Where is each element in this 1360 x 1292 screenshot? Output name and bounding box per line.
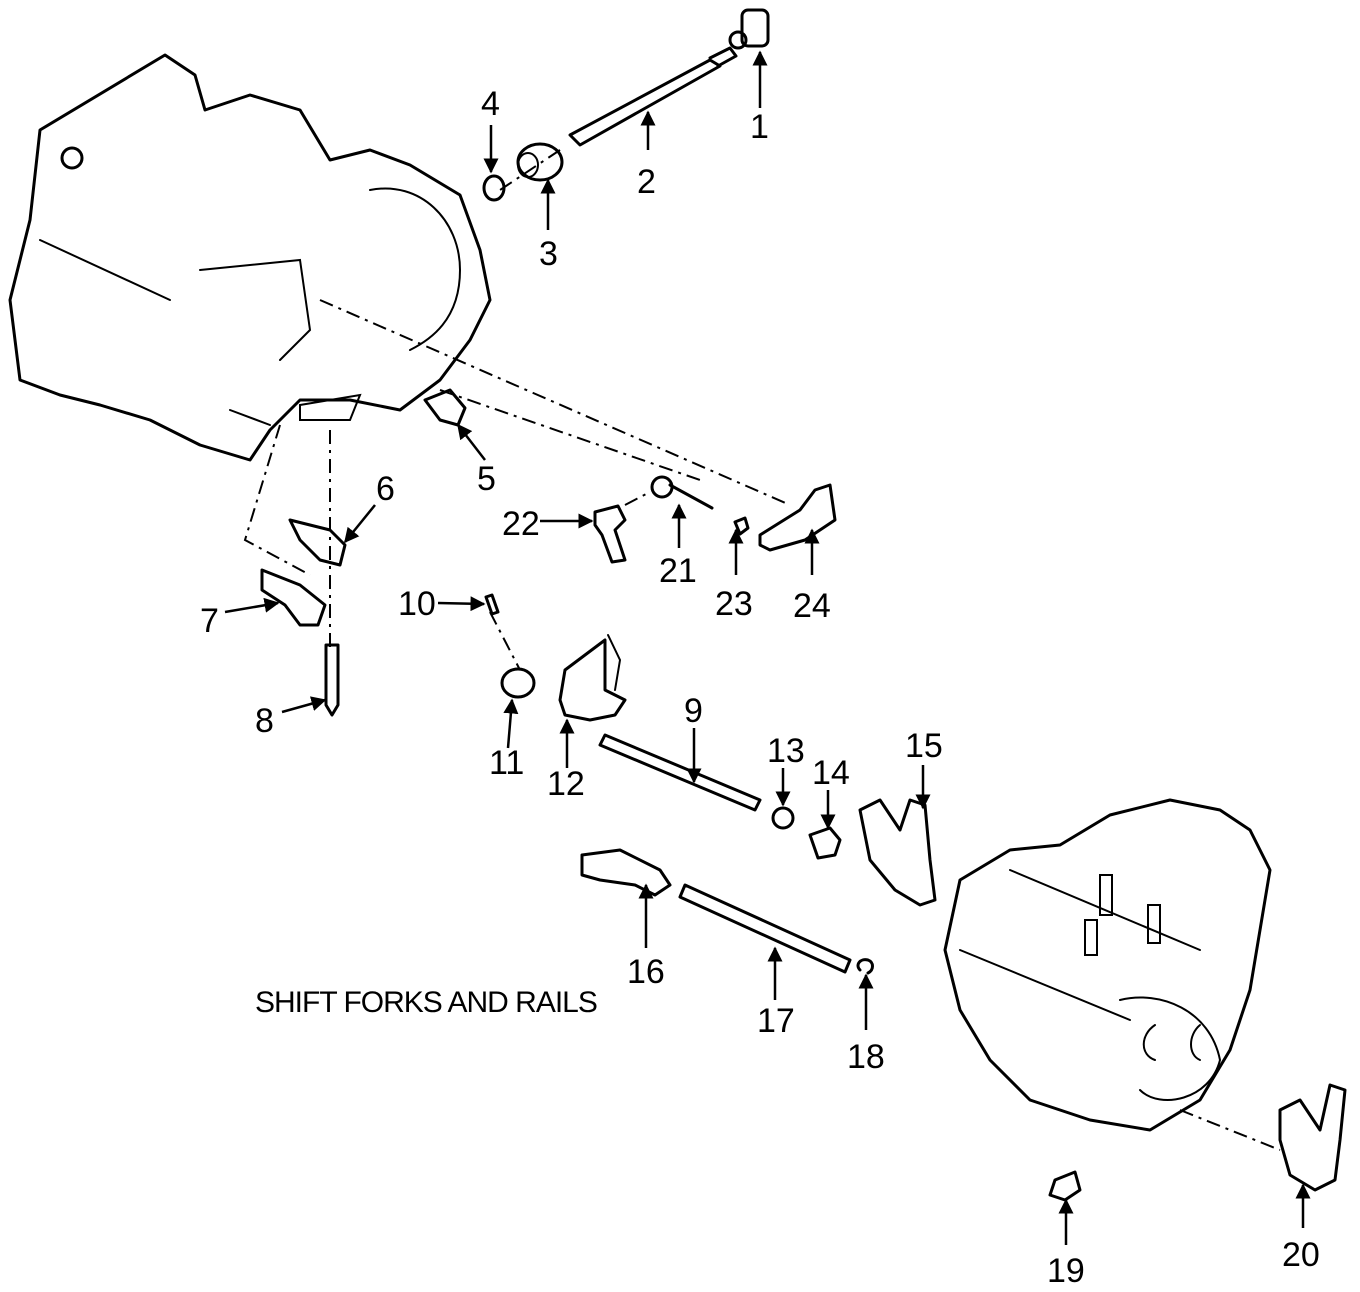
part-17-rail [678, 883, 852, 974]
part-24-bracket [758, 483, 837, 552]
callout-8: 8 [255, 702, 274, 740]
callout-21: 21 [659, 552, 697, 590]
callout-11: 11 [489, 744, 524, 782]
part-12-shift-fork [558, 634, 627, 722]
diagram-caption: SHIFT FORKS AND RAILS [255, 986, 597, 1019]
part-1-knob [728, 8, 770, 50]
part-8-pin [324, 643, 340, 717]
part-9-rail [598, 733, 762, 812]
callout-10: 10 [398, 585, 436, 623]
part-19-plug [1048, 1170, 1082, 1202]
part-21-lever [650, 475, 714, 510]
part-4-seal [482, 174, 506, 202]
callout-13: 13 [767, 732, 805, 770]
callout-14: 14 [812, 754, 850, 792]
part-22-shift-arm [593, 504, 627, 564]
part-3-bushing [516, 142, 564, 182]
part-16-shift-lever [580, 848, 672, 897]
part-6-lever [288, 518, 347, 567]
leader-arrows [224, 50, 1311, 1245]
part-5-bracket [423, 388, 467, 427]
transmission-case-right [943, 798, 1272, 1132]
part-13-ring [771, 806, 795, 830]
part-2-shift-rod [568, 46, 738, 147]
part-11-collar [500, 667, 536, 699]
part-18-clip [856, 958, 874, 975]
callout-6: 6 [376, 470, 395, 508]
callout-4: 4 [481, 85, 500, 123]
callout-2: 2 [637, 163, 656, 201]
callout-7: 7 [200, 602, 219, 640]
callout-22: 22 [502, 505, 540, 543]
transmission-case-left [8, 53, 492, 462]
callout-17: 17 [757, 1002, 795, 1040]
callout-labels: 1 2 3 4 5 6 7 8 9 10 11 12 13 14 15 16 1… [200, 85, 1320, 1290]
callout-12: 12 [547, 765, 585, 803]
part-14-block [808, 826, 842, 860]
callout-3: 3 [539, 235, 558, 273]
assembly-lines [243, 149, 1281, 1151]
callout-1: 1 [750, 108, 769, 146]
callout-5: 5 [477, 460, 496, 498]
part-20-shift-fork [1278, 1083, 1347, 1192]
callout-9: 9 [684, 692, 703, 730]
part-10-pin [484, 593, 500, 616]
callout-16: 16 [627, 953, 665, 991]
callout-23: 23 [715, 585, 753, 623]
part-15-shift-fork [858, 798, 937, 907]
callout-15: 15 [905, 727, 943, 765]
callout-18: 18 [847, 1038, 885, 1076]
callout-19: 19 [1047, 1252, 1085, 1290]
callout-20: 20 [1282, 1236, 1320, 1274]
callout-24: 24 [793, 587, 831, 625]
part-7-lever [260, 568, 327, 627]
